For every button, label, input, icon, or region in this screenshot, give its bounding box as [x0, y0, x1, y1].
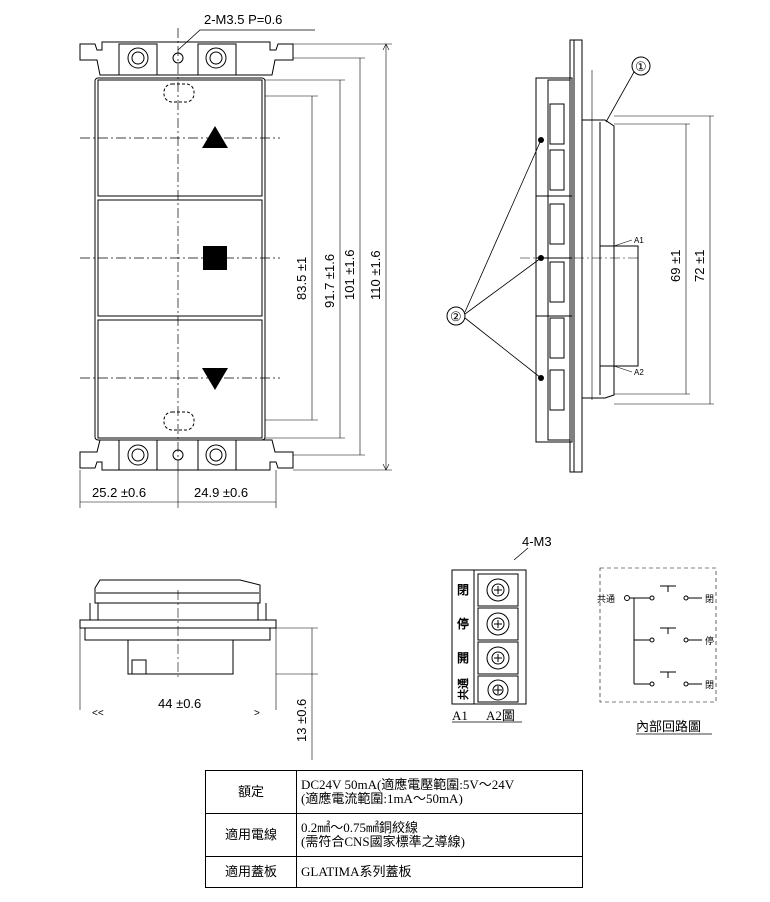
dim-height-69: 69 ±1 — [668, 250, 683, 282]
spec-line: DC24V 50mA(適應電壓範圍:5V～24V — [301, 777, 515, 792]
dim-height-72: 72 ±1 — [692, 250, 707, 282]
dim-height-101: 101 ±1.6 — [342, 249, 357, 300]
circuit-output-1: 閉 — [705, 594, 714, 604]
side-dot-bottom — [538, 375, 544, 381]
label-a2: A2 — [634, 368, 644, 377]
spec-line: (適應電流範圍:1mA～50mA) — [301, 791, 463, 806]
spec-row-wire: 適用電線 0.2㎟～0.75㎟銅絞線 (需符合CNS國家標準之導線) — [205, 813, 583, 857]
label-a1: A1 — [634, 236, 644, 245]
spec-key: 適用蓋板 — [205, 856, 297, 888]
stop-icon — [203, 246, 227, 270]
callout-2: ② — [450, 309, 462, 324]
dim-height-110: 110 ±1.6 — [368, 250, 383, 300]
terminal-label-close: 閉 — [457, 583, 469, 597]
spec-line: (需符合CNS國家標準之導線) — [301, 834, 465, 849]
spec-key: 適用電線 — [205, 813, 297, 857]
side-view — [446, 39, 714, 473]
spec-line: GLATIMA系列蓋板 — [301, 864, 412, 879]
dim-width-right: 24.9 ±0.6 — [194, 485, 248, 500]
circuit-output-3: 閉 — [705, 680, 714, 690]
terminal-spec: 4-M3 — [522, 534, 552, 549]
front-view-symbols — [202, 126, 544, 390]
spec-key: 額定 — [205, 770, 297, 814]
spec-value: GLATIMA系列蓋板 — [296, 856, 583, 888]
terminal-block — [451, 547, 529, 723]
dim-height-13: 13 ±0.6 — [294, 699, 309, 742]
terminal-label-common: 共通 — [456, 678, 470, 700]
circuit-caption: 內部回路圖 — [636, 719, 701, 734]
side-dot-mid — [538, 255, 544, 261]
spec-value: 0.2㎟～0.75㎟銅絞線 (需符合CNS國家標準之導線) — [296, 813, 583, 857]
circuit-output-2: 停 — [705, 635, 714, 646]
technical-drawing: 2-M3.5 P=0.6 83.5 ±1 91.7 ±1.6 101 ±1.6 … — [79, 12, 717, 760]
spec-row-cover: 適用蓋板 GLATIMA系列蓋板 — [205, 856, 583, 888]
arrow-right-marker: > — [254, 708, 260, 719]
arrow-left-marker: << — [92, 708, 104, 719]
spec-row-rating: 額定 DC24V 50mA(適應電壓範圍:5V～24V (適應電流範圍:1mA～… — [205, 770, 583, 814]
dim-height-83-5: 83.5 ±1 — [294, 257, 309, 300]
terminal-label-stop: 停 — [457, 616, 469, 631]
dim-depth-44: 44 ±0.6 — [158, 696, 201, 711]
terminal-caption-a2: A2圖 — [486, 708, 515, 723]
bottom-view — [79, 579, 318, 760]
terminal-caption-a1: A1 — [452, 708, 468, 723]
up-arrow-icon — [202, 126, 228, 148]
screw-spec-label: 2-M3.5 P=0.6 — [204, 12, 282, 27]
spec-value: DC24V 50mA(適應電壓範圍:5V～24V (適應電流範圍:1mA～50m… — [296, 770, 583, 814]
front-view — [79, 28, 392, 508]
spec-line: 0.2㎟～0.75㎟銅絞線 — [301, 820, 419, 835]
dim-height-91-7: 91.7 ±1.6 — [322, 254, 337, 308]
down-arrow-icon — [202, 368, 228, 390]
callout-1: ① — [635, 59, 647, 74]
spec-table: 額定 DC24V 50mA(適應電壓範圍:5V～24V (適應電流範圍:1mA～… — [205, 770, 583, 888]
side-dot-top — [538, 137, 544, 143]
dim-width-left: 25.2 ±0.6 — [92, 485, 146, 500]
internal-circuit — [599, 567, 717, 735]
terminal-label-open: 開 — [457, 651, 469, 665]
circuit-common-label: 共通 — [597, 594, 615, 604]
